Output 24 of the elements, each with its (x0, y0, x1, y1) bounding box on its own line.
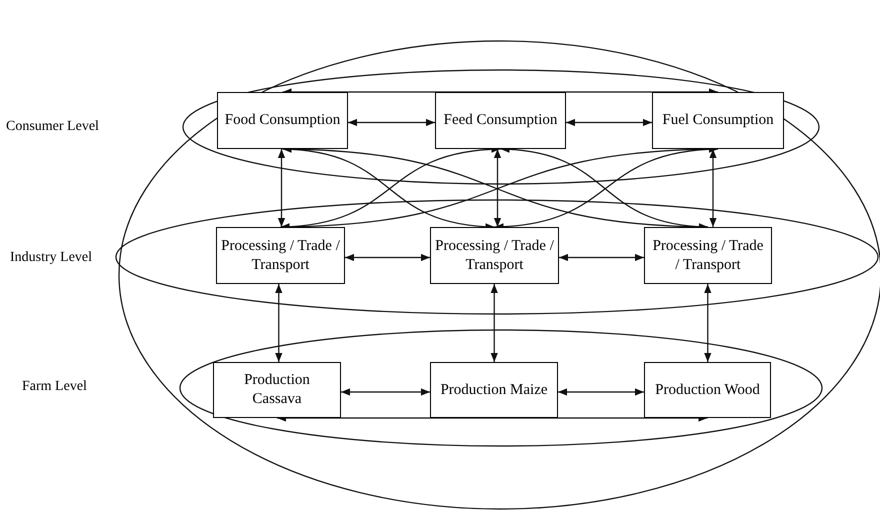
process-box: Processing / Trade / Transport (430, 227, 559, 284)
process-box: Fuel Consumption (652, 92, 784, 149)
level-label: Consumer Level (6, 118, 99, 136)
double-arrow (348, 118, 435, 126)
process-box: Production Wood (644, 362, 771, 418)
process-box: Food Consumption (217, 92, 348, 149)
process-box: Production Maize (430, 362, 558, 418)
process-box: Feed Consumption (435, 92, 566, 149)
double-arrow (558, 388, 644, 396)
double-arrow (559, 254, 644, 262)
double-arrow (709, 149, 717, 227)
double-arrow (494, 149, 502, 227)
double-arrow (341, 388, 430, 396)
process-box: Processing / Trade / Transport (216, 227, 345, 284)
double-arrow (704, 284, 712, 362)
double-arrow (566, 118, 652, 126)
double-arrow (490, 284, 498, 362)
process-box: Processing / Trade / Transport (644, 227, 772, 284)
level-label: Farm Level (22, 378, 87, 396)
double-arrow (278, 149, 286, 227)
double-arrow (275, 284, 282, 362)
double-arrow (345, 254, 430, 262)
process-box: Production Cassava (213, 362, 341, 418)
level-label: Industry Level (10, 249, 92, 267)
